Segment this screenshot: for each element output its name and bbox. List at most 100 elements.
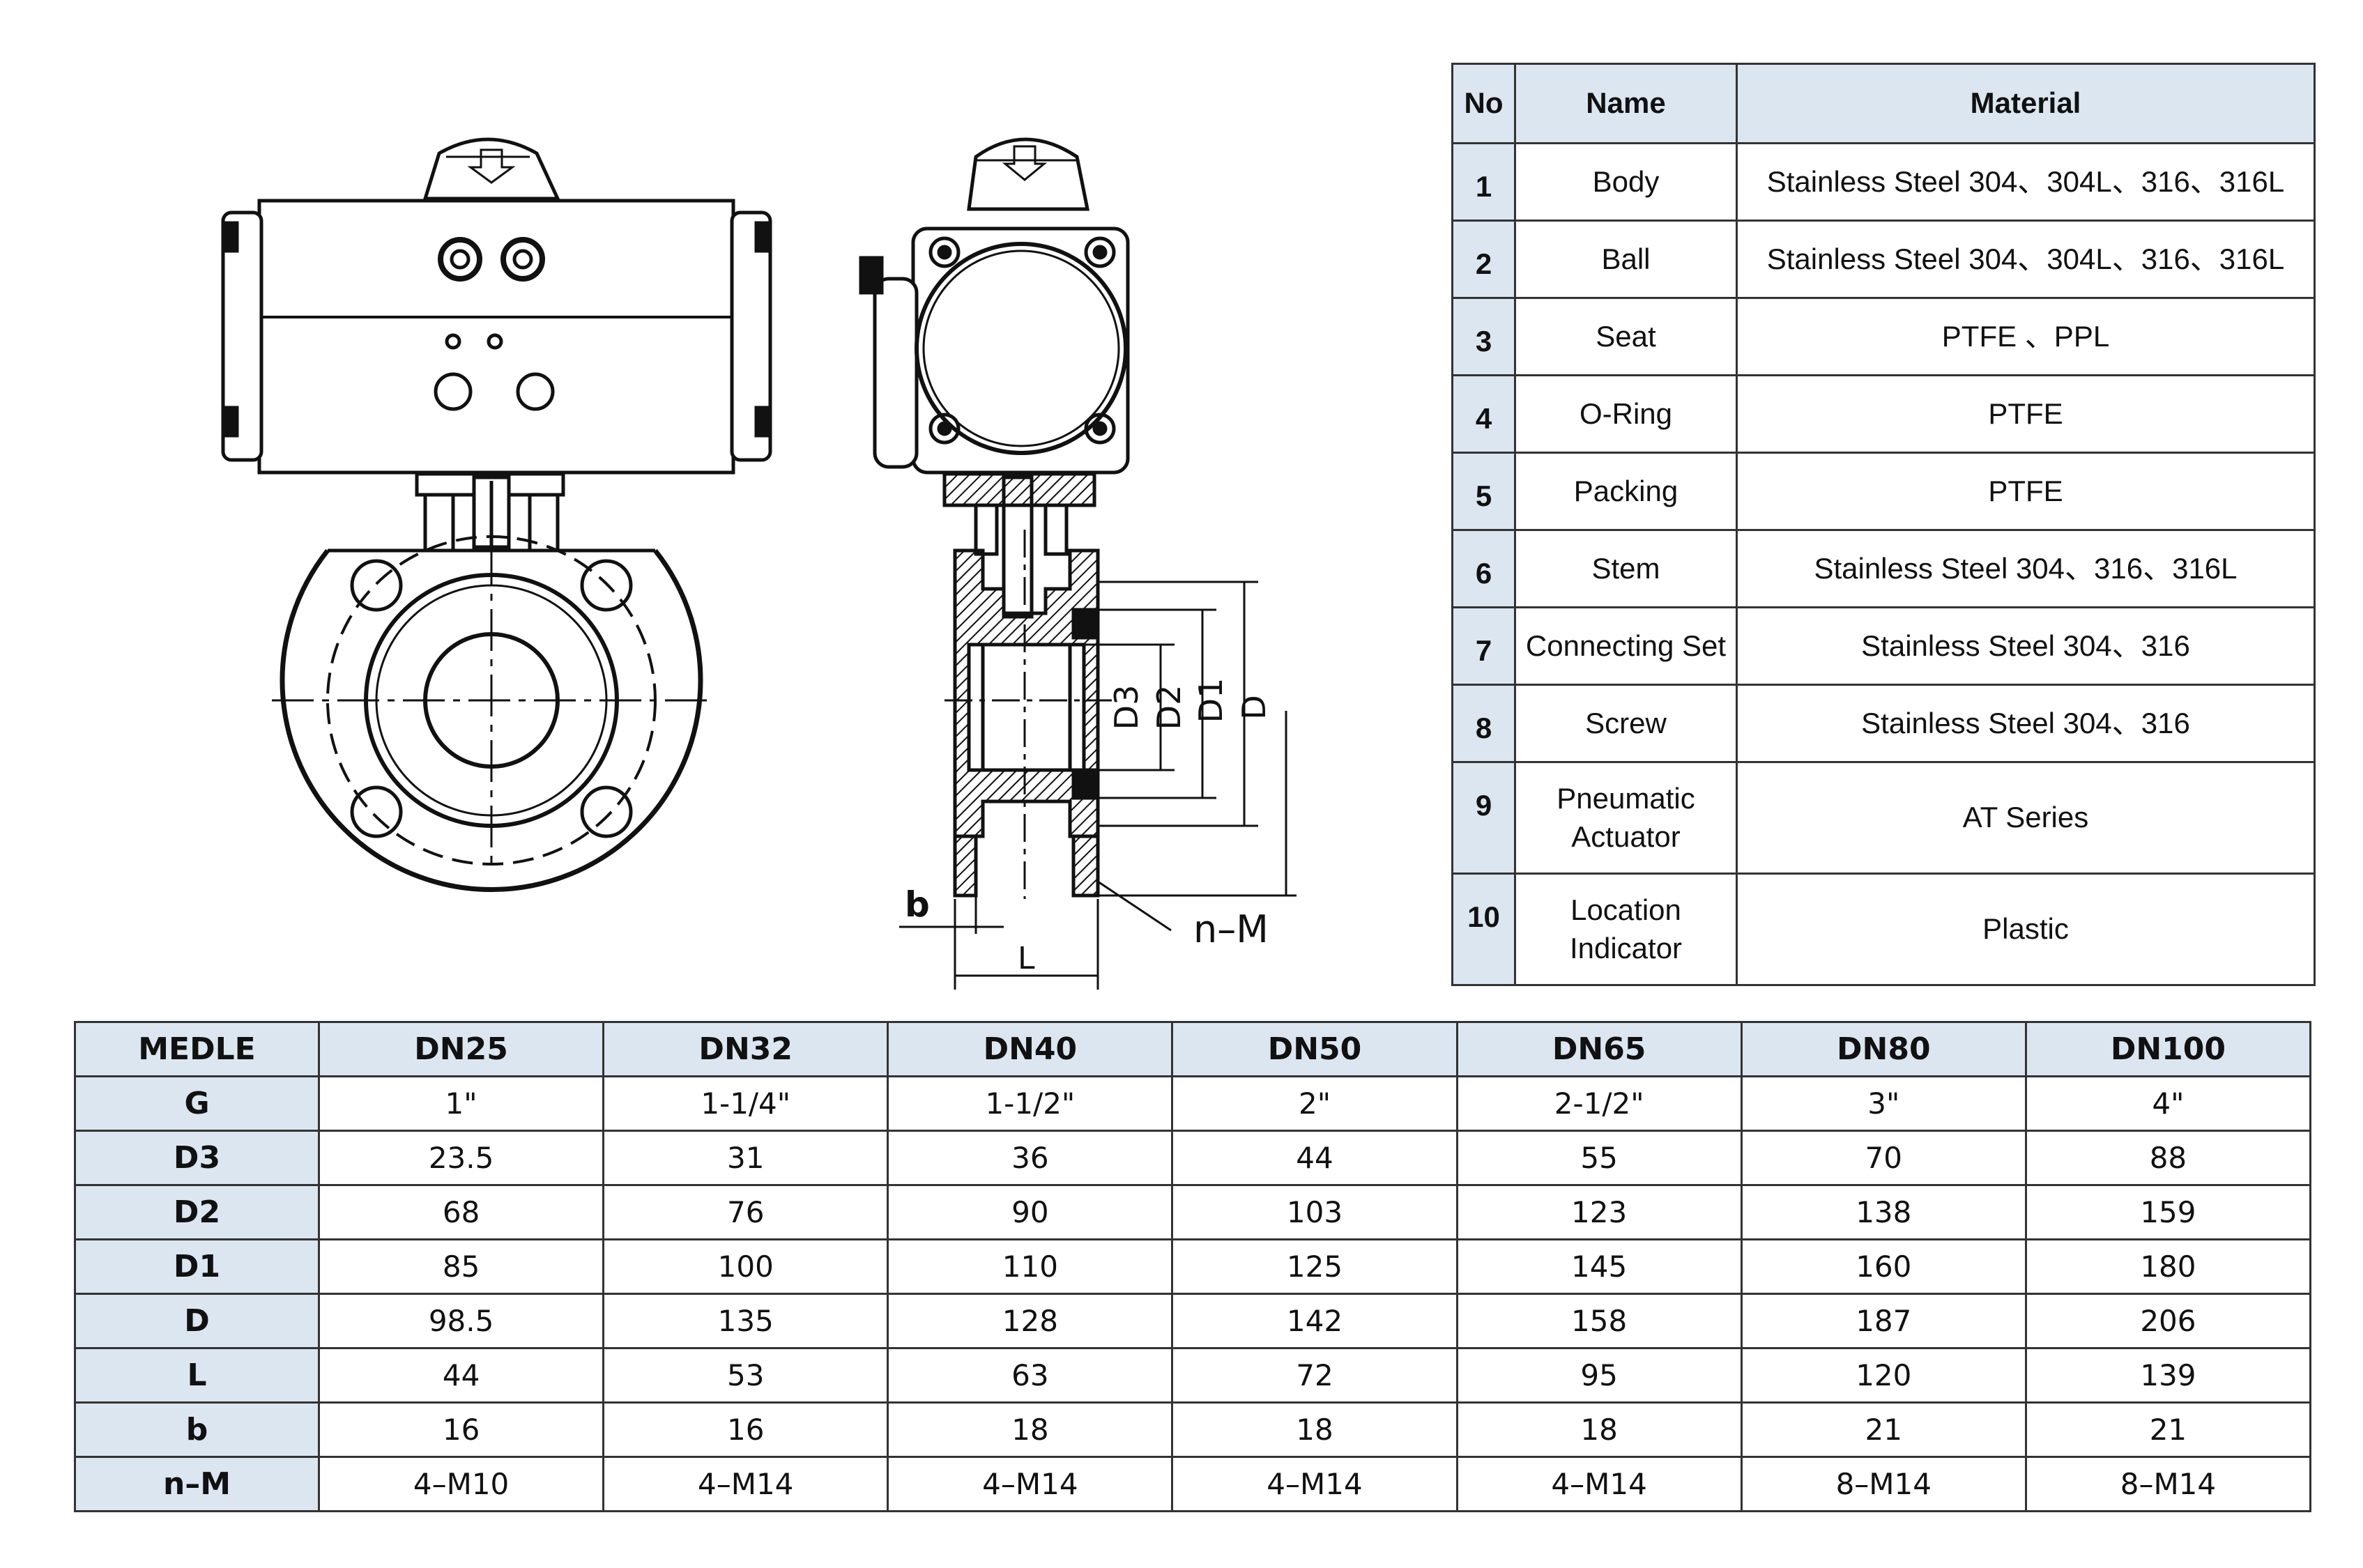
table-row: 1 Body Stainless Steel 304、304L、316、316L [1451, 142, 2316, 222]
dimension-cell: 44 [317, 1347, 605, 1404]
part-no: 1 [1451, 142, 1516, 222]
part-name: Ball [1514, 220, 1738, 299]
dimension-cell: 44 [1171, 1130, 1458, 1186]
dimension-cell: 1-1/2" [887, 1075, 1174, 1132]
dimension-cell: 8–M14 [2024, 1456, 2312, 1512]
dimension-cell: 1-1/4" [602, 1075, 889, 1132]
part-material: PTFE [1736, 452, 2316, 531]
dimension-cell: 206 [2024, 1293, 2312, 1349]
label-b: b [905, 884, 930, 925]
dimension-cell: 88 [2024, 1130, 2312, 1186]
part-name: Screw [1514, 684, 1738, 763]
dimension-cell: 187 [1740, 1293, 2027, 1349]
part-material: PTFE 、PPL [1736, 297, 2316, 376]
row-label: D [74, 1293, 320, 1349]
label-l: L [1018, 941, 1035, 976]
part-material: Stainless Steel 304、316、316L [1736, 529, 2316, 608]
part-material: Plastic [1736, 873, 2316, 986]
dimension-cell: 21 [1740, 1401, 2027, 1458]
header-dn: DN100 [2024, 1021, 2312, 1077]
dimension-cell: 18 [887, 1401, 1174, 1458]
dimension-cell: 16 [317, 1401, 605, 1458]
dimension-cell: 18 [1171, 1401, 1458, 1458]
table-row: 7 Connecting Set Stainless Steel 304、316 [1451, 606, 2316, 686]
valve-technical-drawing: D3 D2 D1 D b L n–M [221, 137, 1297, 990]
front-view [221, 137, 772, 892]
dimension-cell: 16 [602, 1401, 889, 1458]
part-name: Stem [1514, 529, 1738, 608]
part-name: Seat [1514, 297, 1738, 376]
dimension-cell: 8–M14 [1740, 1456, 2027, 1512]
row-label: D1 [74, 1238, 320, 1295]
part-name: Packing [1514, 452, 1738, 531]
part-no: 2 [1451, 220, 1516, 299]
table-row: 3 Seat PTFE 、PPL [1451, 297, 2316, 376]
dimension-cell: 4" [2024, 1075, 2312, 1132]
header-dn: DN32 [602, 1021, 889, 1077]
part-material: Stainless Steel 304、316 [1736, 606, 2316, 686]
dimension-cell: 98.5 [317, 1293, 605, 1349]
header-name: Name [1514, 63, 1738, 144]
dimension-cell: 120 [1740, 1347, 2027, 1404]
label-d2: D2 [1150, 685, 1188, 730]
part-no: 3 [1451, 297, 1516, 376]
header-dn: DN25 [317, 1021, 605, 1077]
dimension-cell: 85 [317, 1238, 605, 1295]
dimension-table: MEDLE DN25 DN32 DN40 DN50 DN65 DN80 DN10… [74, 1021, 2312, 1512]
header-corner: MEDLE [74, 1021, 320, 1077]
label-d1: D1 [1192, 678, 1230, 723]
label-d3: D3 [1108, 685, 1145, 730]
dimension-cell: 18 [1455, 1401, 1743, 1458]
side-view [859, 137, 1297, 990]
dimension-cell: 159 [2024, 1184, 2312, 1240]
table-row: 4 O-Ring PTFE [1451, 374, 2316, 454]
dimension-cell: 142 [1171, 1293, 1458, 1349]
part-material: Stainless Steel 304、316 [1736, 684, 2316, 763]
dimension-cell: 55 [1455, 1130, 1743, 1186]
part-name: Body [1514, 142, 1738, 222]
row-label: n–M [74, 1456, 320, 1512]
label-d: D [1235, 695, 1273, 719]
part-name: Connecting Set [1514, 606, 1738, 686]
parts-table-header: No Name Material [1451, 63, 2316, 144]
part-no: 8 [1451, 684, 1516, 763]
row-label: D3 [74, 1130, 320, 1186]
dimension-cell: 158 [1455, 1293, 1743, 1349]
dimension-cell: 4–M14 [1171, 1456, 1458, 1512]
dimension-cell: 135 [602, 1293, 889, 1349]
header-dn: DN50 [1171, 1021, 1458, 1077]
dimension-cell: 31 [602, 1130, 889, 1186]
label-nm: n–M [1193, 907, 1269, 951]
parts-material-table: No Name Material 1 Body Stainless Steel … [1451, 63, 2316, 986]
table-row: 2 Ball Stainless Steel 304、304L、316、316L [1451, 220, 2316, 299]
part-no: 10 [1451, 873, 1516, 986]
dimension-cell: 70 [1740, 1130, 2027, 1186]
dimension-cell: 4–M14 [602, 1456, 889, 1512]
dimension-cell: 138 [1740, 1184, 2027, 1240]
dimension-cell: 139 [2024, 1347, 2312, 1404]
dimension-cell: 53 [602, 1347, 889, 1404]
dimension-cell: 180 [2024, 1238, 2312, 1295]
row-label: D2 [74, 1184, 320, 1240]
row-label: G [74, 1075, 320, 1132]
dimension-cell: 90 [887, 1184, 1174, 1240]
dimension-cell: 125 [1171, 1238, 1458, 1295]
part-material: Stainless Steel 304、304L、316、316L [1736, 220, 2316, 299]
part-no: 9 [1451, 761, 1516, 875]
dimension-cell: 2-1/2" [1455, 1075, 1743, 1132]
part-name: Pneumatic Actuator [1514, 761, 1738, 875]
row-label: b [74, 1401, 320, 1458]
header-dn: DN80 [1740, 1021, 2027, 1077]
dimension-cell: 3" [1740, 1075, 2027, 1132]
row-label: L [74, 1347, 320, 1404]
dimension-cell: 128 [887, 1293, 1174, 1349]
dimension-cell: 63 [887, 1347, 1174, 1404]
dimension-cell: 23.5 [317, 1130, 605, 1186]
